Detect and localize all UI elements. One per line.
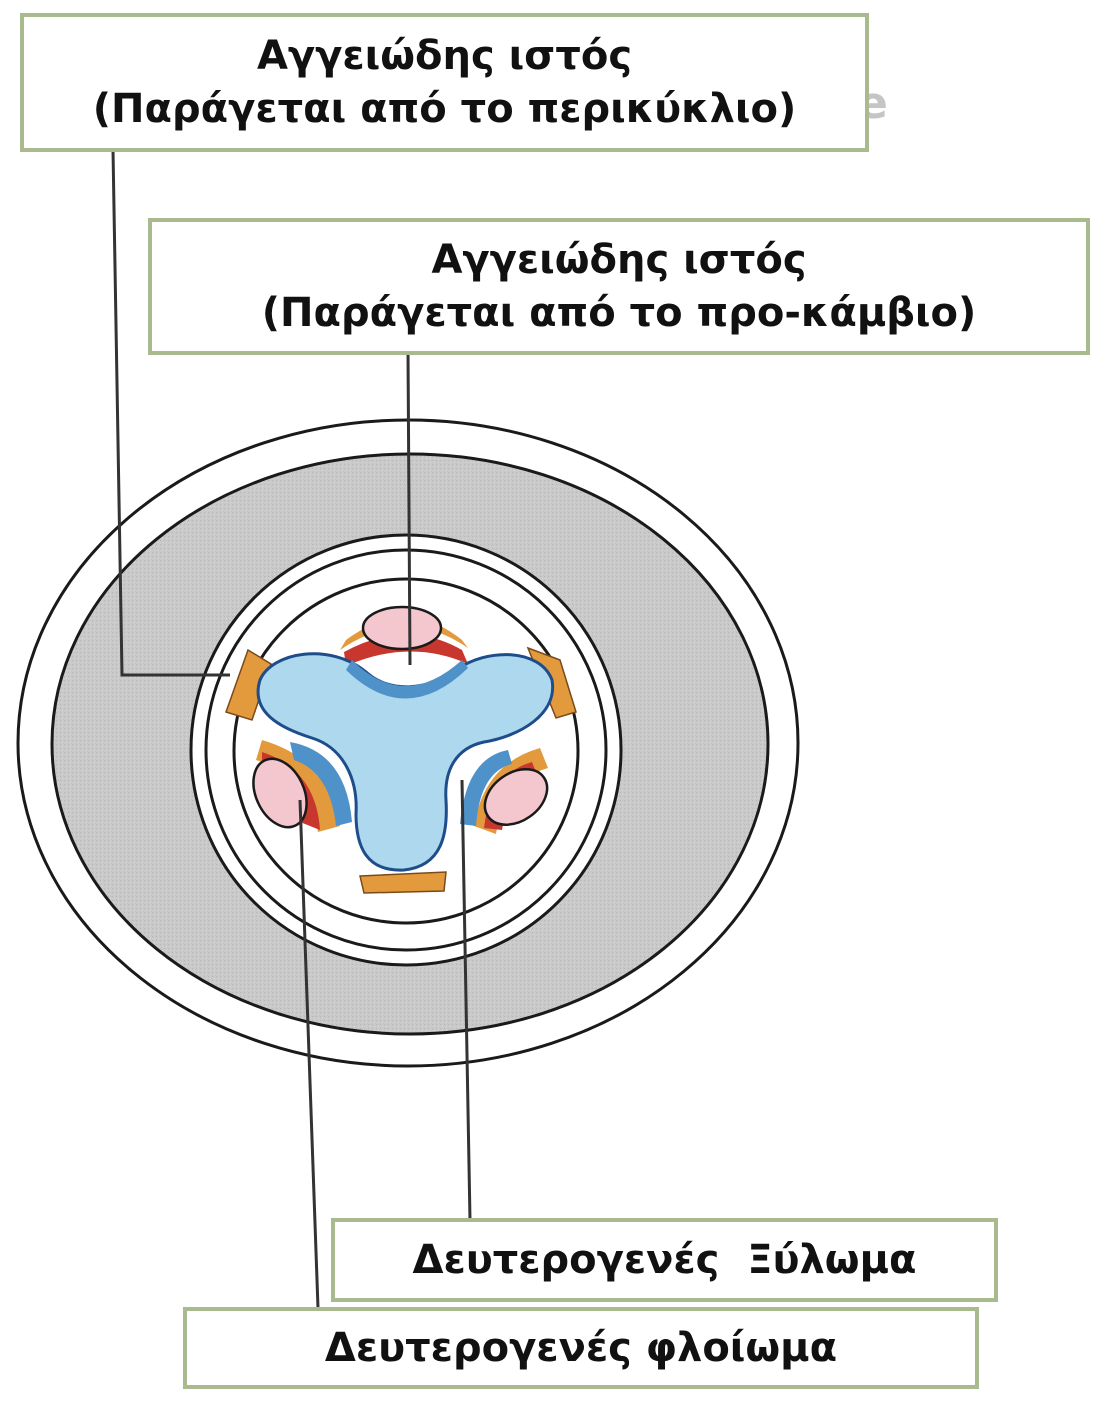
label-line-2: (Παράγεται από το προ-κάμβιο) (262, 287, 977, 340)
label-text: Δευτερογενές φλοίωμα (325, 1322, 837, 1375)
label-secondary-xylem: Δευτερογενές Ξύλωμα (331, 1218, 998, 1302)
cambium-arc-bottom (360, 872, 446, 893)
leader-line-procambium (408, 352, 410, 665)
label-secondary-phloem: Δευτερογενές φλοίωμα (183, 1307, 979, 1389)
phloem-pink-top (363, 607, 441, 649)
label-line-1: Αγγειώδης ιστός (431, 234, 806, 287)
label-vascular-tissue-procambium: Αγγειώδης ιστός (Παράγεται από το προ-κά… (148, 218, 1090, 355)
label-vascular-tissue-pericycle: Αγγειώδης ιστός (Παράγεται από το περικύ… (20, 13, 869, 152)
label-text: Δευτερογενές Ξύλωμα (412, 1234, 916, 1287)
label-line-1: Αγγειώδης ιστός (257, 30, 632, 83)
label-line-2: (Παράγεται από το περικύκλιο) (93, 83, 796, 136)
